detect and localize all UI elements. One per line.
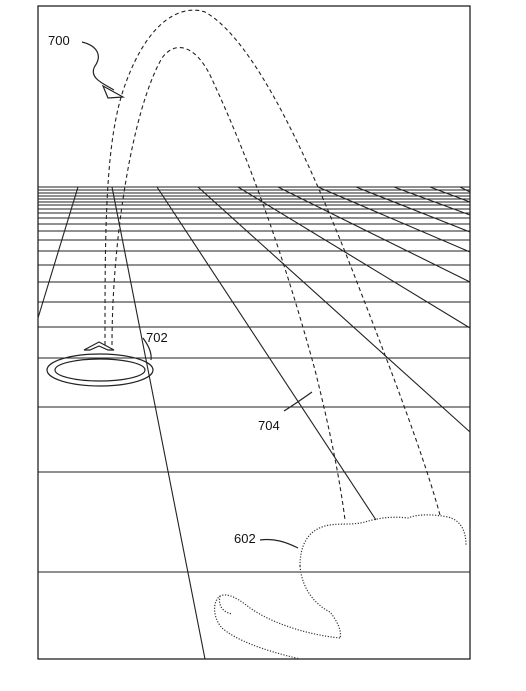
label-700: 700	[48, 33, 70, 48]
arrow-head-icon	[83, 341, 115, 351]
grid-perspective-line	[37, 186, 79, 319]
grid-perspective-line	[317, 186, 471, 253]
hand-outline	[214, 514, 467, 660]
grid-perspective-line	[355, 186, 471, 233]
figure-frame	[37, 5, 471, 660]
grid-perspective-line	[393, 186, 471, 216]
grid-perspective-line	[237, 186, 471, 329]
arrow-icon	[101, 84, 126, 99]
target-ring	[46, 341, 154, 387]
leader-lines	[81, 41, 313, 549]
grid-perspective-line	[197, 186, 471, 433]
grid-perspective-line	[429, 186, 471, 203]
grid-perspective-line	[277, 186, 471, 283]
grid-perspective-line	[111, 186, 206, 660]
grid-perspective-line	[156, 186, 377, 521]
dashed-arc-trajectory	[104, 9, 441, 521]
floor-grid	[37, 186, 471, 660]
grid-perspective-line	[459, 186, 471, 193]
label-602: 602	[234, 531, 256, 546]
label-702: 702	[146, 330, 168, 345]
label-704: 704	[258, 418, 280, 433]
